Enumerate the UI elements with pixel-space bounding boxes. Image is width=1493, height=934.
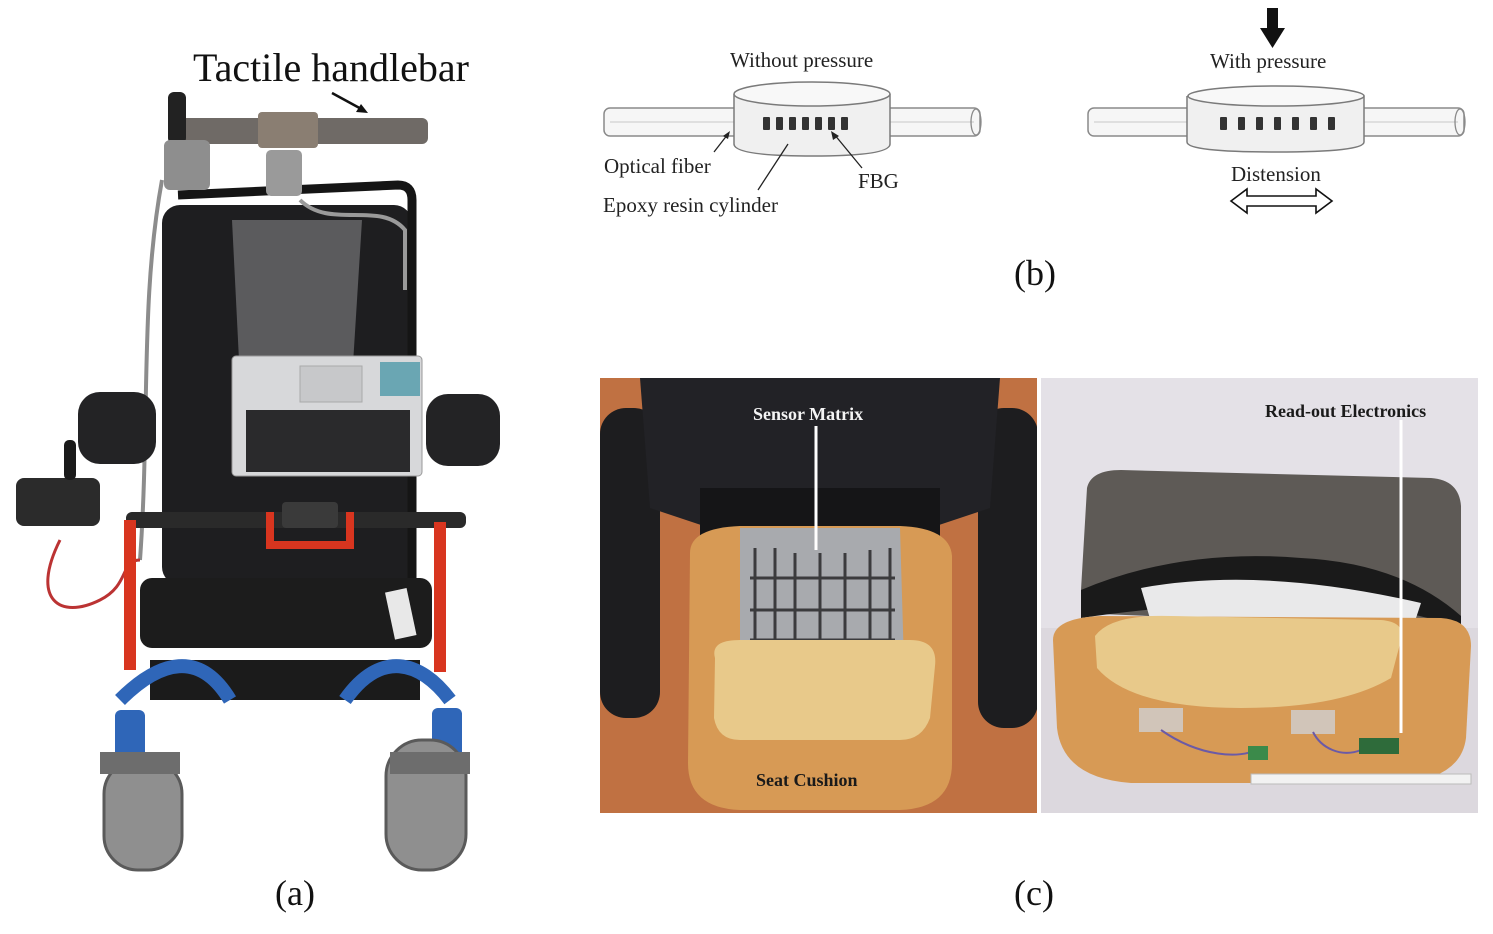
blue-frame-right bbox=[339, 659, 456, 705]
with-pressure-label: With pressure bbox=[1210, 49, 1327, 73]
left-armrest bbox=[78, 392, 156, 464]
readout-board bbox=[1248, 746, 1268, 760]
caption-b: (b) bbox=[1014, 253, 1056, 293]
epoxy-label: Epoxy resin cylinder bbox=[603, 193, 778, 217]
pressure-arrow bbox=[1267, 8, 1278, 30]
distension-arrow bbox=[1229, 187, 1334, 215]
epoxy-cylinder-left bbox=[733, 94, 891, 157]
left-wheel bbox=[102, 758, 184, 872]
fbg-label: FBG bbox=[858, 169, 899, 193]
seat-cushion-label: Seat Cushion bbox=[756, 770, 858, 790]
wheelchair-photo bbox=[16, 91, 500, 872]
joystick-box bbox=[16, 478, 100, 526]
blue-frame-left bbox=[115, 659, 237, 705]
inner-foam bbox=[714, 640, 936, 740]
fbg-diagram bbox=[603, 8, 1466, 215]
fbg-gratings-right bbox=[1220, 117, 1335, 130]
fbg-without-pressure bbox=[603, 81, 982, 191]
fbg-gratings-left bbox=[763, 117, 848, 130]
caption-a: (a) bbox=[275, 873, 315, 913]
fbg-with-pressure bbox=[1087, 8, 1466, 215]
distension-label: Distension bbox=[1231, 162, 1321, 186]
without-pressure-label: Without pressure bbox=[730, 48, 874, 72]
right-armrest bbox=[426, 394, 500, 466]
right-red-bar bbox=[434, 522, 446, 672]
readout-label: Read-out Electronics bbox=[1265, 401, 1427, 421]
caption-c: (c) bbox=[1014, 873, 1054, 913]
readout-photo bbox=[1041, 378, 1478, 813]
tactile-handlebar-label: Tactile handlebar bbox=[193, 45, 469, 90]
laptop-keyboard bbox=[246, 410, 410, 472]
backrest-frame bbox=[177, 180, 417, 580]
sensor-matrix-photo bbox=[600, 378, 1037, 813]
left-red-bar bbox=[124, 520, 136, 670]
optical-fiber-label: Optical fiber bbox=[604, 154, 711, 178]
seat bbox=[140, 578, 432, 648]
sensor-matrix-label: Sensor Matrix bbox=[753, 404, 864, 424]
